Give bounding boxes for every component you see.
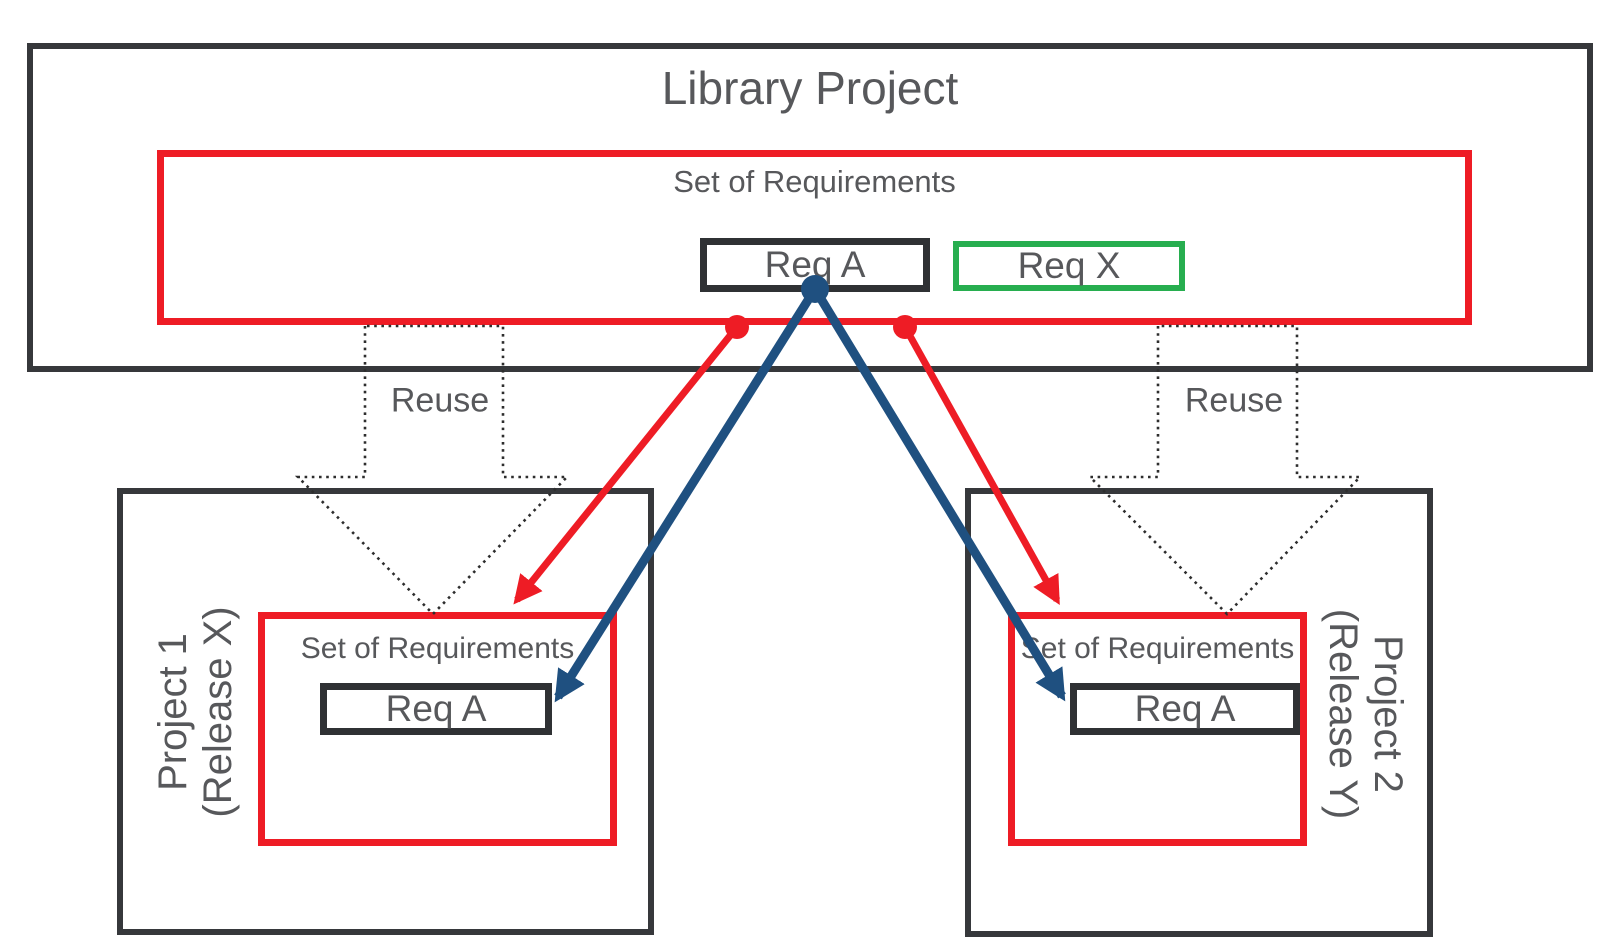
- project1-label: Project 1 (Release X): [151, 606, 241, 817]
- reuse-label-left: Reuse: [390, 381, 490, 420]
- project2-release: (Release Y): [1321, 608, 1365, 820]
- library-req-a-box: Req A: [700, 238, 930, 292]
- reuse-label-right: Reuse: [1184, 381, 1284, 420]
- library-req-a-label: Req A: [764, 244, 866, 285]
- library-title: Library Project: [661, 62, 959, 114]
- library-req-x-label: Req X: [1017, 245, 1121, 286]
- project2-req-a-label: Req A: [1134, 688, 1236, 729]
- project2-label: Project 2 (Release Y): [1320, 609, 1410, 819]
- library-set-label: Set of Requirements: [673, 164, 956, 199]
- project2-set-label: Set of Requirements: [1020, 632, 1295, 665]
- project1-name: Project 1: [151, 633, 196, 791]
- library-req-x-box: Req X: [953, 241, 1185, 291]
- project2-req-a-box: Req A: [1070, 683, 1300, 735]
- project1-req-a-label: Req A: [385, 688, 487, 729]
- project2-name: Project 2: [1365, 635, 1410, 793]
- project1-release: (Release X): [196, 606, 240, 818]
- project1-set-label: Set of Requirements: [300, 632, 575, 665]
- project1-req-a-box: Req A: [320, 683, 552, 735]
